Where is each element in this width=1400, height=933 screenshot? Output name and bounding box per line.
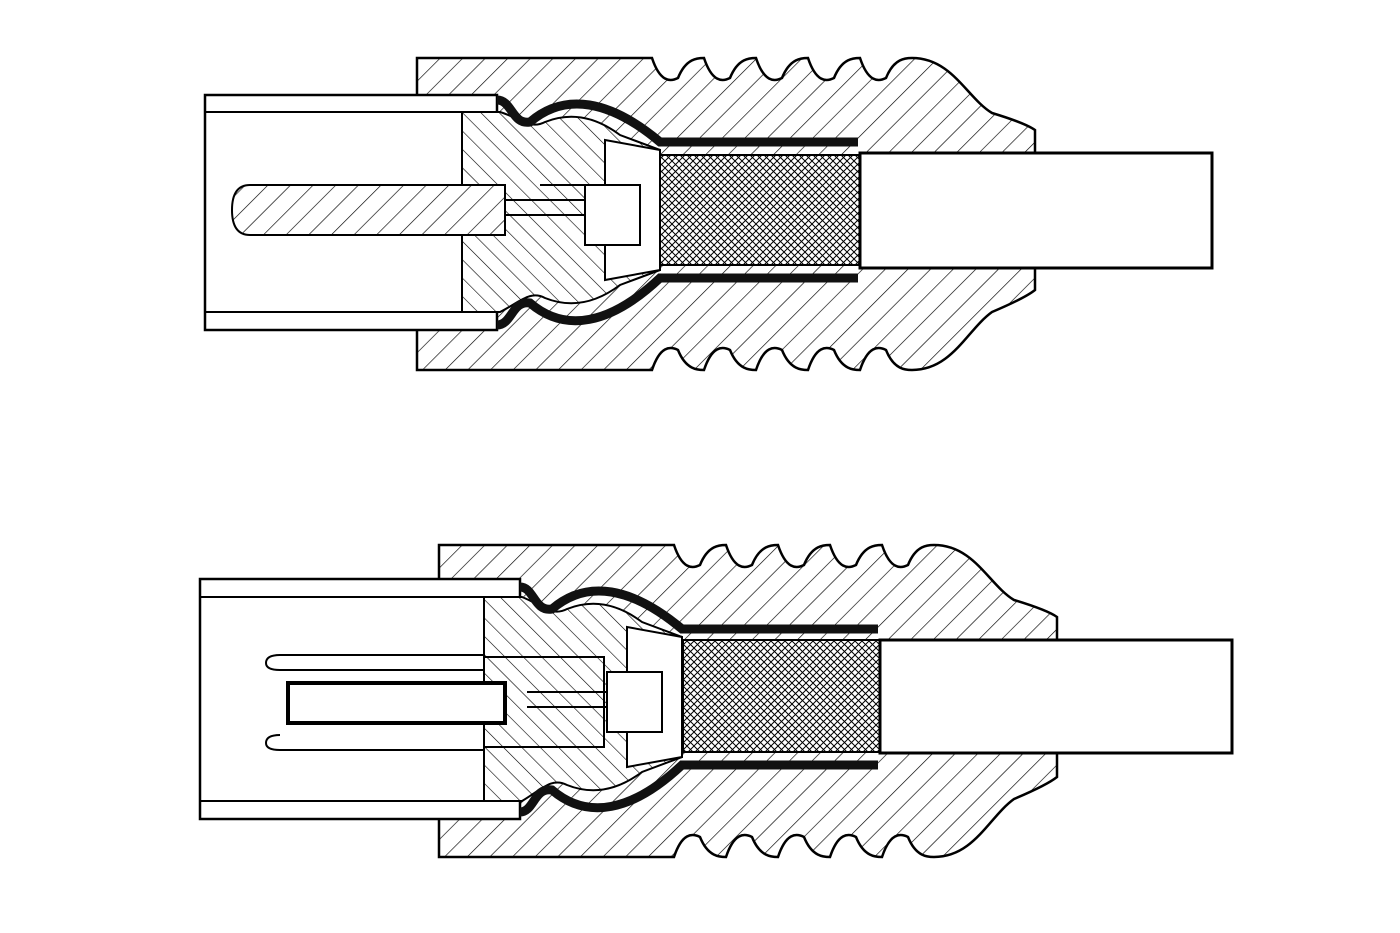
cable-dielectric-end (606, 671, 663, 733)
crimp-ferrule-bottom (496, 273, 858, 330)
cable-dielectric-end (584, 184, 641, 246)
socket-contact-body (483, 656, 605, 748)
socket-spring-fingers (264, 654, 484, 751)
crimp-ferrule-top (496, 95, 858, 147)
crimp-ferrule-top (519, 582, 878, 634)
center-socket (286, 681, 507, 725)
socket-contact-slot (527, 691, 607, 708)
cable-jacket (878, 638, 1234, 755)
center-pin (230, 184, 506, 236)
cable-braid (682, 639, 881, 753)
crimp-ferrule-bottom (519, 760, 878, 817)
cable-braid (659, 154, 861, 266)
male-connector (203, 56, 1214, 372)
female-connector (198, 543, 1234, 859)
cable-jacket (858, 151, 1214, 270)
